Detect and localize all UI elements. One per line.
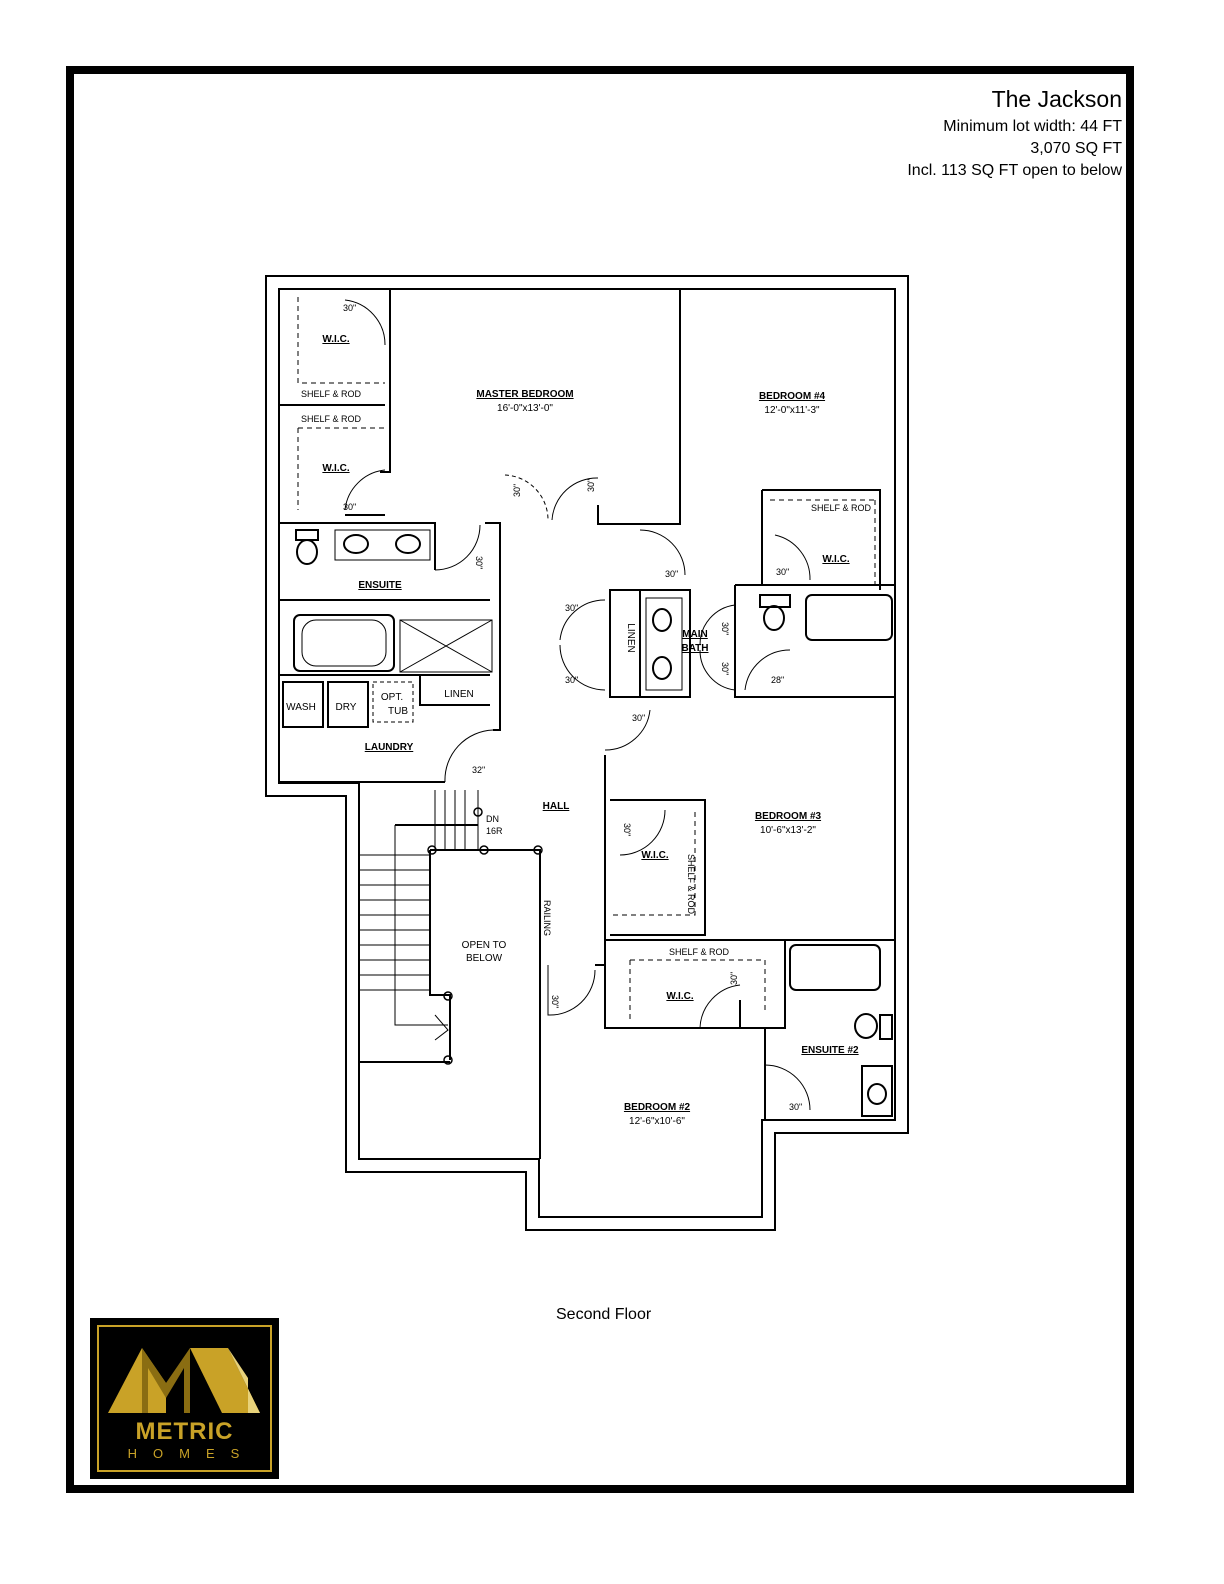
main-bath-label-2: BATH bbox=[681, 643, 708, 654]
hall-label: HALL bbox=[543, 801, 570, 812]
door-label: 32" bbox=[472, 765, 485, 775]
door-label: 30" bbox=[565, 603, 578, 613]
wic-label-4: W.I.C. bbox=[641, 850, 668, 861]
logo-border bbox=[97, 1325, 272, 1472]
door-label: 28" bbox=[771, 675, 784, 685]
plan-title: The Jackson bbox=[991, 86, 1122, 112]
shelf-rod-label-5: SHELF & ROD bbox=[686, 854, 696, 915]
floor-caption: Second Floor bbox=[556, 1306, 652, 1323]
door-label: 30" bbox=[586, 479, 596, 492]
opt-tub-label-1: OPT. bbox=[381, 692, 403, 703]
logo-mark-icon bbox=[108, 1348, 260, 1413]
ensuite-label: ENSUITE bbox=[358, 580, 402, 591]
bedroom3-size: 10'-6"x13'-2" bbox=[760, 825, 816, 836]
door-label: 30" bbox=[512, 484, 522, 497]
door-label: 30" bbox=[550, 995, 560, 1008]
open-below-note: Incl. 113 SQ FT open to below bbox=[907, 162, 1122, 179]
shelf-rod-label-4: SHELF & ROD bbox=[669, 947, 730, 957]
door-label: 30" bbox=[729, 972, 739, 985]
bedroom2-label: BEDROOM #2 bbox=[624, 1102, 691, 1113]
shelf-rod-label-1: SHELF & ROD bbox=[301, 389, 362, 399]
logo-subword: HOMES bbox=[127, 1446, 256, 1461]
square-footage: 3,070 SQ FT bbox=[1030, 140, 1122, 157]
opt-tub-label-2: TUB bbox=[388, 706, 408, 717]
washer-label: WASH bbox=[286, 702, 316, 713]
linen-label: LINEN bbox=[444, 689, 473, 700]
laundry-label: LAUNDRY bbox=[365, 742, 414, 753]
wic-label-2: W.I.C. bbox=[322, 463, 349, 474]
door-label: 30" bbox=[622, 823, 632, 836]
ensuite2-label: ENSUITE #2 bbox=[801, 1045, 859, 1056]
open-below-label-2: BELOW bbox=[466, 953, 503, 964]
door-label: 30" bbox=[720, 622, 730, 635]
door-label: 30" bbox=[474, 556, 484, 569]
page-border bbox=[66, 66, 1134, 1493]
stairs-risers-label: 16R bbox=[486, 826, 503, 836]
shelf-rod-label-3: SHELF & ROD bbox=[811, 503, 872, 513]
open-below-label-1: OPEN TO bbox=[462, 940, 507, 951]
master-bedroom-size: 16'-0"x13'-0" bbox=[497, 403, 553, 414]
bedroom2-size: 12'-6"x10'-6" bbox=[629, 1116, 685, 1127]
railing-label: RAILING bbox=[542, 900, 552, 936]
door-label: 30" bbox=[343, 303, 356, 313]
logo-word: METRIC bbox=[135, 1418, 234, 1445]
door-label: 30" bbox=[720, 662, 730, 675]
stairs-down-label: DN bbox=[486, 814, 499, 824]
door-label: 30" bbox=[565, 675, 578, 685]
door-label: 30" bbox=[776, 567, 789, 577]
door-label: 30" bbox=[632, 713, 645, 723]
bedroom4-size: 12'-0"x11'-3" bbox=[764, 405, 820, 416]
wic-label-1: W.I.C. bbox=[322, 334, 349, 345]
metric-homes-logo: METRIC HOMES bbox=[90, 1318, 279, 1479]
linen-closet-label: LINEN bbox=[625, 623, 636, 652]
lot-width: Minimum lot width: 44 FT bbox=[943, 118, 1122, 135]
dryer-label: DRY bbox=[336, 702, 357, 713]
wic-label-3: W.I.C. bbox=[822, 554, 849, 565]
main-bath-label-1: MAIN bbox=[682, 629, 708, 640]
wic-label-5: W.I.C. bbox=[666, 991, 693, 1002]
exterior-wall bbox=[265, 275, 909, 1231]
bedroom4-label: BEDROOM #4 bbox=[759, 391, 826, 402]
door-label: 30" bbox=[789, 1102, 802, 1112]
door-label: 30" bbox=[343, 502, 356, 512]
bedroom3-label: BEDROOM #3 bbox=[755, 811, 822, 822]
door-label: 30" bbox=[665, 569, 678, 579]
shelf-rod-label-2: SHELF & ROD bbox=[301, 414, 362, 424]
master-bedroom-label: MASTER BEDROOM bbox=[476, 389, 573, 400]
